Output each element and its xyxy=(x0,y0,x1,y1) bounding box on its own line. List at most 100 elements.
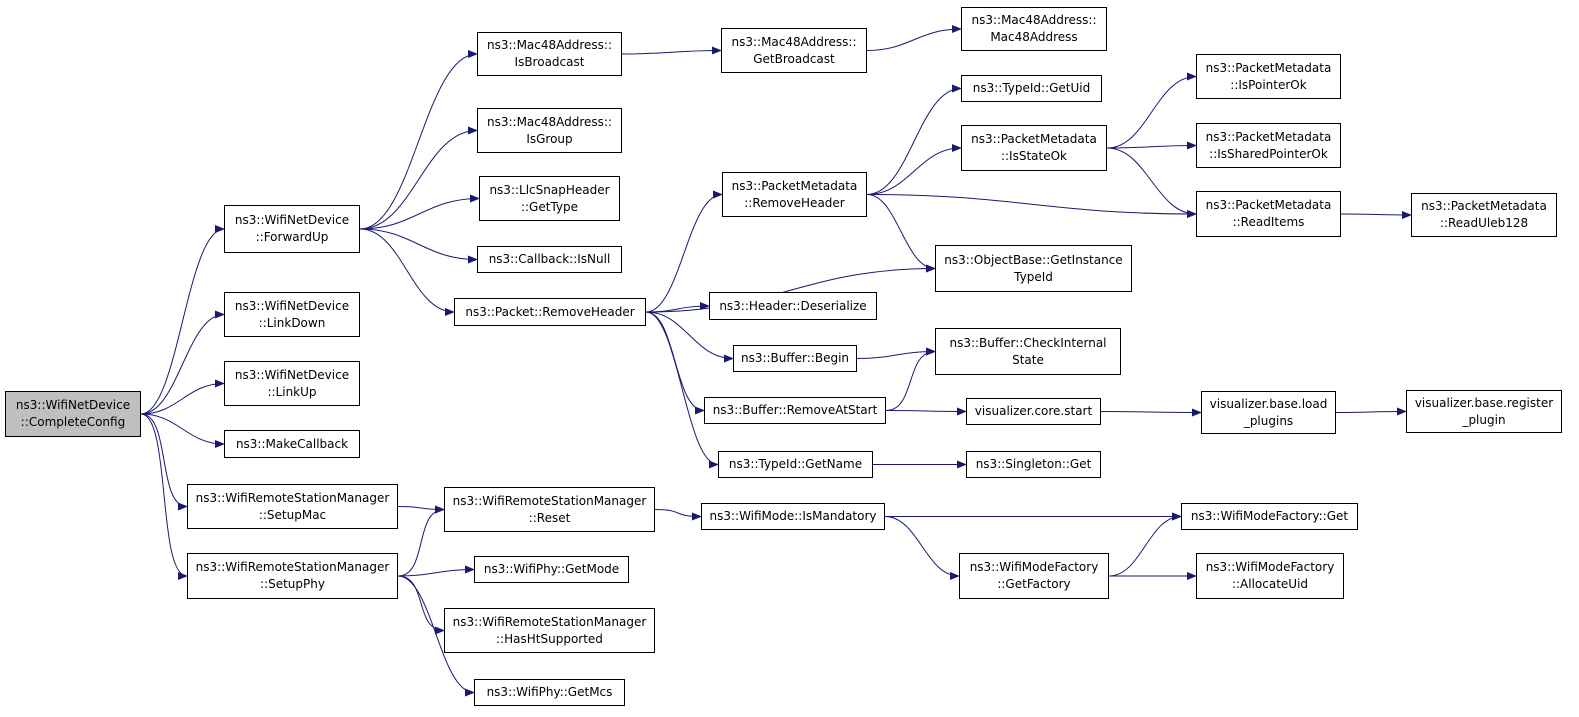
node-viz-register-plugin[interactable]: visualizer.base.register_plugin xyxy=(1406,390,1562,433)
node-wrsm-reset[interactable]: ns3::WifiRemoteStationManager::Reset xyxy=(444,487,655,532)
node-wifimode-is-mandatory[interactable]: ns3::WifiMode::IsMandatory xyxy=(701,503,885,530)
node-pm-read-items[interactable]: ns3::PacketMetadata::ReadItems xyxy=(1196,191,1341,237)
node-wmf-get[interactable]: ns3::WifiModeFactory::Get xyxy=(1181,503,1358,530)
node-label-line: ns3::WifiNetDevice xyxy=(234,298,350,313)
node-pm-is-shared-pointer-ok[interactable]: ns3::PacketMetadata::IsSharedPointerOk xyxy=(1196,123,1341,168)
node-label-line: ns3::WifiPhy::GetMcs xyxy=(486,685,613,699)
edge-packet-remove-header-to-pm-remove-header xyxy=(645,190,723,313)
node-label-line: _plugins xyxy=(1243,413,1294,428)
edge-wmf-get-factory-to-wmf-get xyxy=(1108,512,1182,577)
node-label-line: ::RemoveHeader xyxy=(744,195,845,210)
node-setup-phy[interactable]: ns3::WifiRemoteStationManager::SetupPhy xyxy=(187,553,398,599)
edge-setup-phy-to-wifiphy-get-mcs xyxy=(397,575,475,697)
node-pm-read-uleb128[interactable]: ns3::PacketMetadata::ReadUleb128 xyxy=(1411,193,1557,237)
node-label-line: ns3::PacketMetadata xyxy=(1205,129,1332,144)
node-label-line: ::LinkDown xyxy=(258,315,326,330)
node-wmf-allocate-uid[interactable]: ns3::WifiModeFactory::AllocateUid xyxy=(1196,553,1344,599)
node-wifiphy-get-mcs[interactable]: ns3::WifiPhy::GetMcs xyxy=(474,679,625,706)
node-label-line: ns3::TypeId::GetName xyxy=(728,457,863,471)
node-wmf-get-factory[interactable]: ns3::WifiModeFactory::GetFactory xyxy=(959,553,1109,599)
node-label-line: ::AllocateUid xyxy=(1231,577,1309,591)
edge-setup-phy-to-wrsm-has-ht-supported xyxy=(397,575,445,635)
node-label-line: ::IsPointerOk xyxy=(1230,77,1307,92)
node-label-line: ::IsStateOk xyxy=(1000,149,1068,163)
node-is-group[interactable]: ns3::Mac48Address::IsGroup xyxy=(477,108,622,153)
node-mac48-ctor[interactable]: ns3::Mac48Address::Mac48Address xyxy=(961,7,1107,51)
node-typeid-get-name[interactable]: ns3::TypeId::GetName xyxy=(718,451,873,478)
node-buffer-begin[interactable]: ns3::Buffer::Begin xyxy=(733,345,857,372)
edge-wrsm-reset-to-wifimode-is-mandatory xyxy=(654,509,702,521)
node-label-line: ns3::Singleton::Get xyxy=(975,457,1092,471)
node-label-line: ::GetType xyxy=(520,199,579,214)
node-packet-remove-header[interactable]: ns3::Packet::RemoveHeader xyxy=(454,298,646,326)
edge-packet-remove-header-to-buffer-begin xyxy=(645,311,734,363)
node-header-deserialize[interactable]: ns3::Header::Deserialize xyxy=(709,292,877,320)
node-is-broadcast[interactable]: ns3::Mac48Address::IsBroadcast xyxy=(477,32,622,76)
node-label-line: ns3::ObjectBase::GetInstance xyxy=(944,252,1123,267)
node-viz-load-plugins[interactable]: visualizer.base.load _plugins xyxy=(1201,391,1336,434)
node-viz-core-start[interactable]: visualizer.core.start xyxy=(966,398,1101,425)
node-label-line: GetBroadcast xyxy=(753,51,835,66)
node-label-line: ns3::WifiMode::IsMandatory xyxy=(709,509,877,523)
edge-pm-remove-header-to-get-instance-typeid xyxy=(866,194,936,273)
edge-pm-is-state-ok-to-pm-is-pointer-ok xyxy=(1106,72,1197,149)
node-label-line: ns3::Buffer::RemoveAtStart xyxy=(712,403,878,417)
node-label-line: ns3::WifiNetDevice xyxy=(234,367,350,382)
node-get-broadcast[interactable]: ns3::Mac48Address::GetBroadcast xyxy=(721,28,867,73)
node-link-down[interactable]: ns3::WifiNetDevice::LinkDown xyxy=(224,292,360,337)
node-label-line: visualizer.base.load xyxy=(1209,396,1328,411)
node-label-line: ::SetupPhy xyxy=(260,577,325,591)
node-label-line: ns3::WifiRemoteStationManager xyxy=(195,560,390,574)
node-label-line: ::IsSharedPointerOk xyxy=(1209,146,1328,161)
node-llc-get-type[interactable]: ns3::LlcSnapHeader::GetType xyxy=(479,176,620,221)
node-singleton-get[interactable]: ns3::Singleton::Get xyxy=(966,451,1101,478)
node-label-line: ns3::TypeId::GetUid xyxy=(972,81,1091,95)
node-setup-mac[interactable]: ns3::WifiRemoteStationManager::SetupMac xyxy=(187,484,398,529)
edge-setup-phy-to-wrsm-reset xyxy=(397,505,445,577)
node-label-line: ::ReadItems xyxy=(1232,215,1305,229)
node-make-callback[interactable]: ns3::MakeCallback xyxy=(224,430,360,458)
edge-complete-config-to-link-up xyxy=(140,379,225,415)
node-complete-config[interactable]: ns3::WifiNetDevice::CompleteConfig xyxy=(5,391,141,437)
node-label-line: IsGroup xyxy=(526,131,573,146)
node-typeid-get-uid[interactable]: ns3::TypeId::GetUid xyxy=(961,75,1102,102)
node-label-line: ::ReadUleb128 xyxy=(1439,216,1529,230)
edge-forward-up-to-llc-get-type xyxy=(359,194,480,230)
edge-viz-core-start-to-viz-load-plugins xyxy=(1100,408,1202,417)
node-link-up[interactable]: ns3::WifiNetDevice::LinkUp xyxy=(224,361,360,406)
edge-pm-read-items-to-pm-read-uleb128 xyxy=(1340,210,1412,219)
edge-packet-remove-header-to-typeid-get-name xyxy=(645,311,719,469)
node-label-line: ns3::PacketMetadata xyxy=(1205,60,1332,75)
node-label-line: ns3::WifiModeFactory xyxy=(1205,560,1335,574)
node-wifiphy-get-mode[interactable]: ns3::WifiPhy::GetMode xyxy=(474,556,629,583)
node-label-line: ns3::Mac48Address:: xyxy=(731,34,857,49)
edge-forward-up-to-is-group xyxy=(359,126,478,230)
edge-is-broadcast-to-get-broadcast xyxy=(621,46,722,55)
node-label-line: visualizer.base.register xyxy=(1414,395,1554,410)
node-pm-is-pointer-ok[interactable]: ns3::PacketMetadata::IsPointerOk xyxy=(1196,54,1341,99)
edge-get-broadcast-to-mac48-ctor xyxy=(866,25,962,51)
node-callback-is-null[interactable]: ns3::Callback::IsNull xyxy=(477,246,622,273)
node-label-line: ns3::Buffer::CheckInternal xyxy=(949,335,1107,350)
node-label-line: ns3::Header::Deserialize xyxy=(719,298,867,313)
node-label-line: ns3::WifiModeFactory::Get xyxy=(1190,509,1349,523)
node-label-line: ns3::WifiNetDevice xyxy=(234,213,350,227)
node-label-line: TypeId xyxy=(1014,269,1053,284)
node-label-line: ::CompleteConfig xyxy=(20,415,126,429)
node-forward-up[interactable]: ns3::WifiNetDevice::ForwardUp xyxy=(224,205,360,253)
node-pm-remove-header[interactable]: ns3::PacketMetadata::RemoveHeader xyxy=(722,172,867,217)
edge-packet-remove-header-to-header-deserialize xyxy=(645,302,710,313)
node-label-line: ns3::Buffer::Begin xyxy=(740,351,850,365)
node-buffer-remove-at-start[interactable]: ns3::Buffer::RemoveAtStart xyxy=(704,397,886,424)
node-pm-is-state-ok[interactable]: ns3::PacketMetadata::IsStateOk xyxy=(961,125,1107,171)
node-label-line: ns3::PacketMetadata xyxy=(1421,199,1547,213)
node-wrsm-has-ht-supported[interactable]: ns3::WifiRemoteStationManager::HasHtSupp… xyxy=(444,608,655,653)
node-label-line: ns3::WifiNetDevice xyxy=(15,398,131,412)
node-label-line: ns3::WifiModeFactory xyxy=(969,560,1099,574)
edge-pm-remove-header-to-typeid-get-uid xyxy=(866,84,962,195)
node-label-line: ns3::WifiRemoteStationManager xyxy=(195,490,390,505)
